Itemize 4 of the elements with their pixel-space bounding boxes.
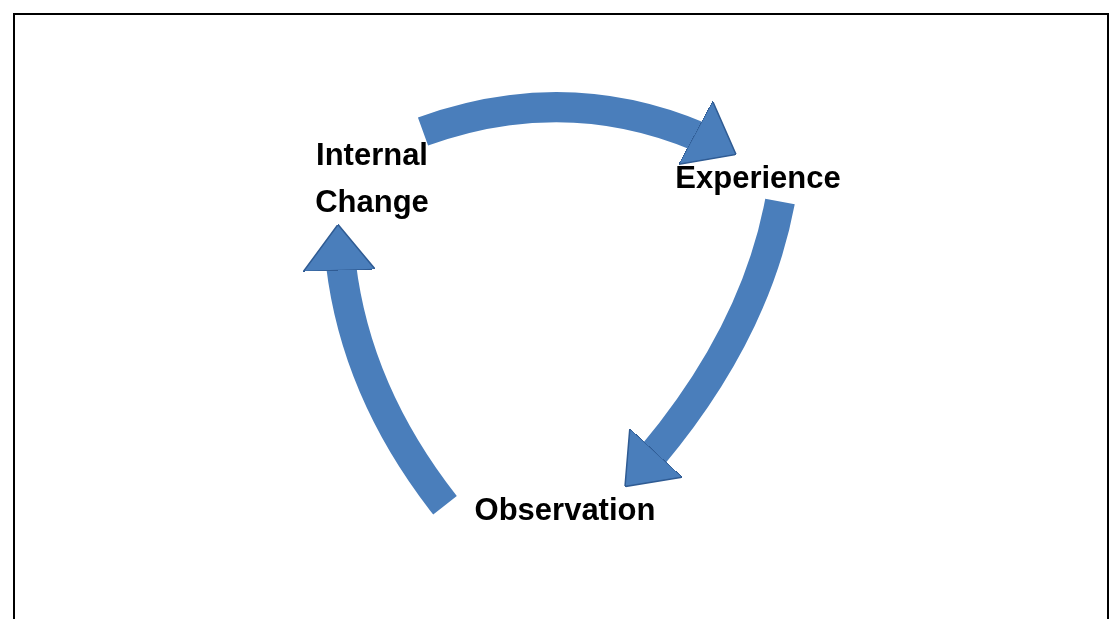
curved-arrow [303, 223, 457, 515]
stage-label: Experience [648, 154, 868, 202]
stage-label: Internal Change [287, 131, 457, 225]
stage-label: Observation [445, 486, 685, 534]
